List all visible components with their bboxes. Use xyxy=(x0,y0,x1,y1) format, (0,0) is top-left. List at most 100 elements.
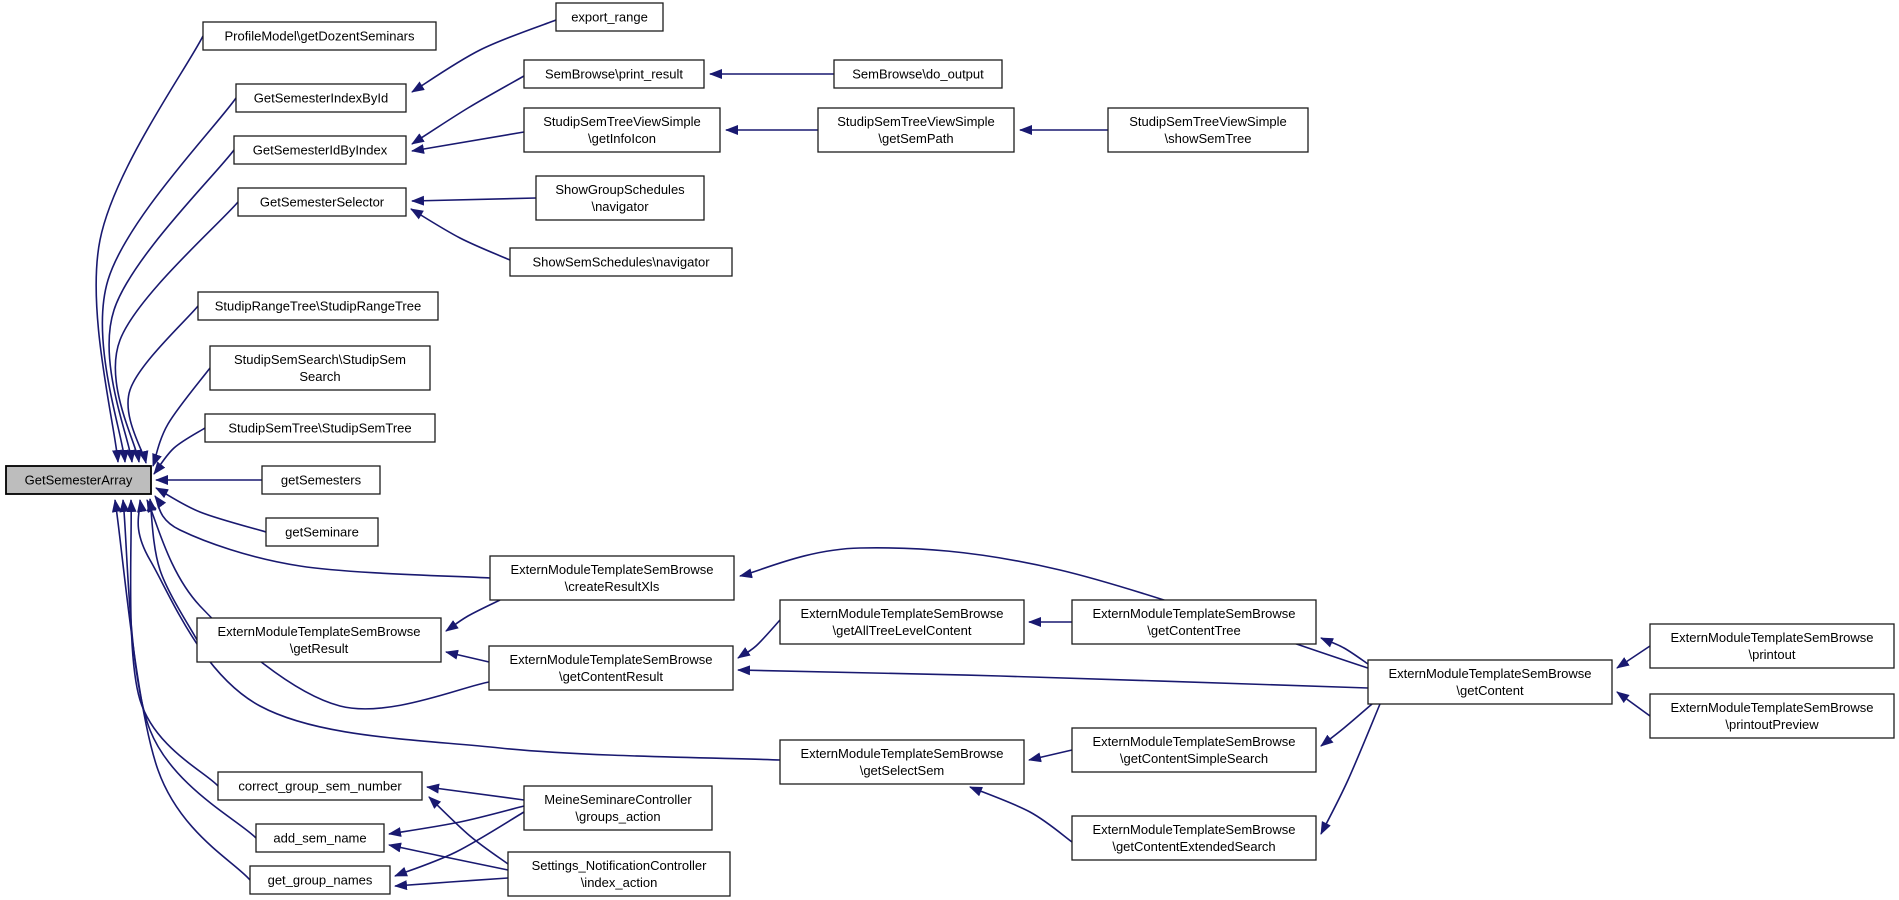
node-box-getSeminare[interactable] xyxy=(265,517,379,547)
node-box-getResult[interactable] xyxy=(196,617,442,663)
node-box-profileModel[interactable] xyxy=(202,21,437,51)
node-box-showGroupSched[interactable] xyxy=(535,175,705,221)
node-box-doOutput[interactable] xyxy=(833,59,1003,89)
node-profileModel: ProfileModel\getDozentSeminars xyxy=(202,21,437,51)
node-box-getSemesters[interactable] xyxy=(261,465,381,495)
edge-semIndexById-to-hub xyxy=(101,97,237,463)
edge-createResultXls-to-hub xyxy=(154,495,491,579)
node-getContentSimple: ExternModuleTemplateSemBrowse\getContent… xyxy=(1071,727,1317,773)
edge-printout-to-getContent xyxy=(1616,645,1651,669)
node-printoutPreview: ExternModuleTemplateSemBrowse\printoutPr… xyxy=(1649,693,1895,739)
edge-groupsAction-to-addSemName xyxy=(388,805,525,837)
node-box-semIndexById[interactable] xyxy=(235,83,407,113)
node-box-getContentResult[interactable] xyxy=(488,645,734,691)
edge-getResult-to-hub xyxy=(146,498,198,641)
edge-exportRange-to-semIndexById xyxy=(411,19,557,93)
edge-indexAction-to-addSemName xyxy=(388,842,509,871)
node-exportRange: export_range xyxy=(555,2,664,32)
edge-getAllTreeLevel-to-getContentResult xyxy=(737,619,781,659)
node-box-exportRange[interactable] xyxy=(555,2,664,32)
node-semIndexById: GetSemesterIndexById xyxy=(235,83,407,113)
node-groupsAction: MeineSeminareController\groups_action xyxy=(523,785,713,831)
edge-rangeTree-to-hub xyxy=(127,305,199,464)
node-box-getSelectSem[interactable] xyxy=(779,739,1025,785)
node-box-getContentSimple[interactable] xyxy=(1071,727,1317,773)
node-box-correctGroup[interactable] xyxy=(217,771,423,801)
edge-showSemSched-to-semSelector xyxy=(410,208,511,261)
edge-getContent-to-getContentResult xyxy=(737,665,1369,689)
edge-getSeminare-to-hub xyxy=(155,487,267,533)
edge-getInfoIcon-to-semIdByIndex xyxy=(411,131,525,154)
node-createResultXls: ExternModuleTemplateSemBrowse\createResu… xyxy=(489,555,735,601)
node-box-groupsAction[interactable] xyxy=(523,785,713,831)
node-box-semTree[interactable] xyxy=(204,413,436,443)
node-box-addSemName[interactable] xyxy=(255,823,385,853)
edge-getContentSimple-to-getSelectSem xyxy=(1028,749,1073,763)
edge-semSelector-to-hub xyxy=(114,201,239,463)
edge-printResult-to-semIdByIndex xyxy=(411,75,525,145)
node-box-getInfoIcon[interactable] xyxy=(523,107,721,153)
node-box-indexAction[interactable] xyxy=(507,851,731,897)
node-getContentResult: ExternModuleTemplateSemBrowse\getContent… xyxy=(488,645,734,691)
edge-getGroupNames-to-hub xyxy=(111,499,251,881)
edge-getSelectSem-to-hub xyxy=(137,499,781,761)
node-getSeminare: getSeminare xyxy=(265,517,379,547)
edge-addSemName-to-hub xyxy=(119,499,257,839)
node-box-getContentExt[interactable] xyxy=(1071,815,1317,861)
edge-getContent-to-getContentSimple xyxy=(1320,703,1373,747)
edge-getContentResult-to-hub xyxy=(146,499,490,710)
node-showGroupSched: ShowGroupSchedules\navigator xyxy=(535,175,705,221)
node-box-getContentTree[interactable] xyxy=(1071,599,1317,645)
node-box-hub[interactable] xyxy=(5,465,152,495)
edge-profileModel-to-hub xyxy=(95,35,204,463)
node-getContentTree: ExternModuleTemplateSemBrowse\getContent… xyxy=(1071,599,1317,645)
node-box-getGroupNames[interactable] xyxy=(249,865,391,895)
node-getSelectSem: ExternModuleTemplateSemBrowse\getSelectS… xyxy=(779,739,1025,785)
node-box-printout[interactable] xyxy=(1649,623,1895,669)
node-showSemSched: ShowSemSchedules\navigator xyxy=(509,247,733,277)
edge-semSearch-to-hub xyxy=(152,367,211,467)
edge-indexAction-to-getGroupNames xyxy=(394,877,509,891)
node-printResult: SemBrowse\print_result xyxy=(523,59,705,89)
node-box-semSelector[interactable] xyxy=(237,187,407,217)
edge-indexAction-to-correctGroup xyxy=(428,796,509,865)
node-getGroupNames: get_group_names xyxy=(249,865,391,895)
edge-groupsAction-to-correctGroup xyxy=(426,783,525,801)
edge-createResultXls-to-getResult xyxy=(445,599,501,632)
node-box-getAllTreeLevel[interactable] xyxy=(779,599,1025,645)
node-getSemPath: StudipSemTreeViewSimple\getSemPath xyxy=(817,107,1015,153)
node-box-showSemSched[interactable] xyxy=(509,247,733,277)
node-box-getSemPath[interactable] xyxy=(817,107,1015,153)
node-box-createResultXls[interactable] xyxy=(489,555,735,601)
node-printout: ExternModuleTemplateSemBrowse\printout xyxy=(1649,623,1895,669)
edge-correctGroup-to-hub xyxy=(126,499,219,787)
edge-showGroupSched-to-semSelector xyxy=(411,195,537,206)
edge-semTree-to-hub xyxy=(153,427,206,475)
node-box-printoutPreview[interactable] xyxy=(1649,693,1895,739)
node-semSelector: GetSemesterSelector xyxy=(237,187,407,217)
node-box-getContent[interactable] xyxy=(1367,659,1613,705)
node-indexAction: Settings_NotificationController\index_ac… xyxy=(507,851,731,897)
node-hub: GetSemesterArray xyxy=(5,465,152,495)
node-getContent: ExternModuleTemplateSemBrowse\getContent xyxy=(1367,659,1613,705)
node-rangeTree: StudipRangeTree\StudipRangeTree xyxy=(197,291,439,321)
edge-groupsAction-to-getGroupNames xyxy=(394,811,525,877)
edge-getContentResult-to-getResult xyxy=(445,649,490,663)
node-box-printResult[interactable] xyxy=(523,59,705,89)
edge-getContentExt-to-getSelectSem xyxy=(969,786,1073,843)
edge-printoutPreview-to-getContent xyxy=(1616,691,1651,717)
node-getSemesters: getSemesters xyxy=(261,465,381,495)
node-getContentExt: ExternModuleTemplateSemBrowse\getContent… xyxy=(1071,815,1317,861)
edge-semIdByIndex-to-hub xyxy=(108,149,235,463)
node-box-semSearch[interactable] xyxy=(209,345,431,391)
node-box-semIdByIndex[interactable] xyxy=(233,135,407,165)
node-semSearch: StudipSemSearch\StudipSemSearch xyxy=(209,345,431,391)
node-getInfoIcon: StudipSemTreeViewSimple\getInfoIcon xyxy=(523,107,721,153)
node-getAllTreeLevel: ExternModuleTemplateSemBrowse\getAllTree… xyxy=(779,599,1025,645)
node-box-showSemTree[interactable] xyxy=(1107,107,1309,153)
node-correctGroup: correct_group_sem_number xyxy=(217,771,423,801)
node-showSemTree: StudipSemTreeViewSimple\showSemTree xyxy=(1107,107,1309,153)
node-box-rangeTree[interactable] xyxy=(197,291,439,321)
